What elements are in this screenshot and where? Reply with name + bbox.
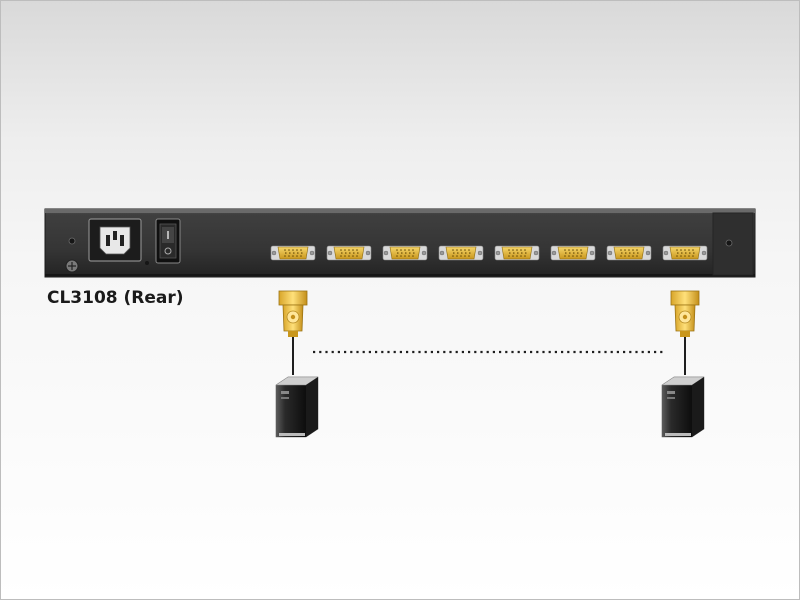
port-row [270,245,708,261]
device-label: CL3108 (Rear) [47,288,184,308]
tower-computer-icon [661,376,705,438]
mount-hole-left [68,237,76,245]
power-switch-icon [155,218,181,264]
db15-port-icon [494,245,540,261]
vga-connector-icon [278,290,308,337]
ground-screw-icon [65,259,79,273]
db15-port-icon [326,245,372,261]
db15-port-icon [438,245,484,261]
power-inlet-icon [88,218,142,262]
db15-port-icon [606,245,652,261]
db15-port-icon [382,245,428,261]
mount-hole-right [725,239,733,247]
mount-hole-mid [145,261,149,265]
tower-computer-icon [275,376,319,438]
rear-panel [44,208,756,278]
db15-port-icon [550,245,596,261]
db15-port-icon [270,245,316,261]
vga-connector-icon [670,290,700,337]
db15-port-icon [662,245,708,261]
